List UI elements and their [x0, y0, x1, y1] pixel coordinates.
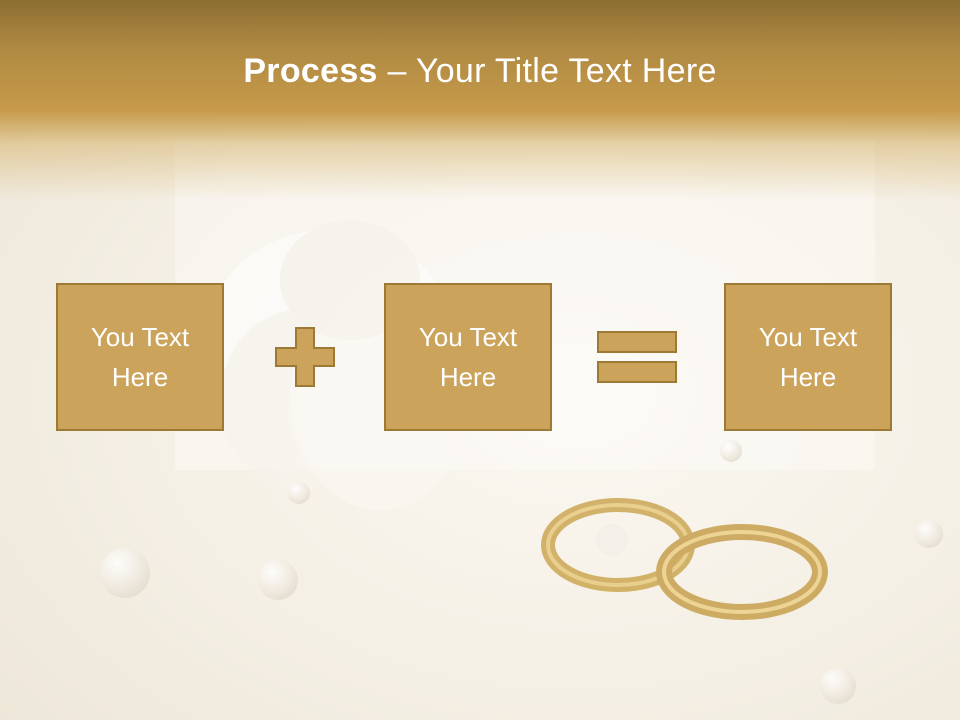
pearl-image: [100, 548, 150, 598]
process-box-line2: Here: [779, 362, 837, 392]
process-box-line1: You Text: [418, 322, 518, 352]
plus-icon[interactable]: [274, 326, 336, 388]
process-box-text: You Text Here: [70, 317, 210, 397]
process-box-3[interactable]: You Text Here: [724, 283, 892, 431]
title-rest-text: Your Title Text Here: [415, 52, 717, 90]
title-dash: –: [377, 52, 416, 90]
process-box-text: You Text Here: [398, 317, 538, 397]
wedding-rings-image: [541, 498, 828, 620]
pearl-image: [720, 440, 742, 462]
process-box-text: You Text Here: [738, 317, 878, 397]
title-band: [0, 0, 960, 200]
pearl-image: [288, 482, 310, 504]
pearl-image: [820, 668, 856, 704]
process-box-line1: You Text: [90, 322, 190, 352]
process-box-line2: Here: [439, 362, 497, 392]
process-box-2[interactable]: You Text Here: [384, 283, 552, 431]
slide-title[interactable]: Process – Your Title Text Here: [0, 52, 960, 91]
pearl-image: [258, 560, 298, 600]
pearl-image: [915, 520, 943, 548]
equals-icon[interactable]: [596, 330, 678, 386]
process-box-line1: You Text: [758, 322, 858, 352]
title-bold-text: Process: [243, 52, 378, 90]
process-box-1[interactable]: You Text Here: [56, 283, 224, 431]
process-box-line2: Here: [111, 362, 169, 392]
